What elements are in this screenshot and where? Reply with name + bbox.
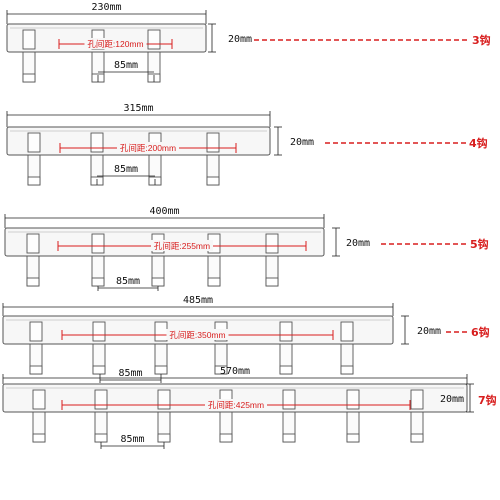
hook-tip xyxy=(410,433,424,443)
hole-spacing-label: 孔间距:120mm xyxy=(87,39,143,49)
hook-count-label: 4钩 xyxy=(469,136,488,150)
hook-mount xyxy=(279,321,293,342)
hook-tip xyxy=(94,433,108,443)
hook-tip xyxy=(219,433,233,443)
hook-tip xyxy=(29,365,43,375)
rack-variant-7-hooks: 570mm 孔间距:425mm 85mm 20mm 7钩 xyxy=(2,366,497,449)
hook-tip xyxy=(214,365,228,375)
pitch-label: 85mm xyxy=(116,276,140,287)
length-label: 400mm xyxy=(149,206,179,217)
hook-tip xyxy=(340,365,354,375)
hole-label-bg xyxy=(205,399,267,410)
hook-mount xyxy=(154,321,168,342)
rack-variant-4-hooks: 315mm 孔间距:200mm 85mm 20mm 4钩 xyxy=(6,103,488,186)
hook-mount xyxy=(206,132,220,153)
length-label: 230mm xyxy=(91,2,121,13)
hole-label-bg xyxy=(151,240,213,251)
hook-tip xyxy=(206,176,220,186)
hole-label-bg xyxy=(117,142,179,153)
hole-label-bg xyxy=(84,38,147,49)
hook-mount xyxy=(29,321,43,342)
hook-mount xyxy=(22,29,36,50)
hook-mount xyxy=(91,233,105,254)
height-label: 20mm xyxy=(440,394,464,405)
hook-mount xyxy=(346,389,360,410)
hook-tip xyxy=(157,433,171,443)
length-label: 315mm xyxy=(123,103,153,114)
hook-count-label: 5钩 xyxy=(470,237,489,251)
height-label: 20mm xyxy=(417,326,441,337)
hook-tip xyxy=(27,176,41,186)
hook-tip xyxy=(26,277,40,287)
length-label: 570mm xyxy=(220,366,250,377)
pitch-label: 85mm xyxy=(120,434,144,445)
rack-variant-3-hooks: 230mm 孔间距:120mm 85mm 20mm 3钩 xyxy=(6,2,491,83)
hook-count-label: 6钩 xyxy=(471,325,490,339)
hook-mount xyxy=(147,29,161,50)
hook-mount xyxy=(32,389,46,410)
hook-tip xyxy=(92,365,106,375)
height-label: 20mm xyxy=(290,137,314,148)
hook-count-label: 7钩 xyxy=(478,393,497,407)
hook-mount xyxy=(94,389,108,410)
hook-tip xyxy=(22,73,36,83)
hook-tip xyxy=(207,277,221,287)
hole-spacing-label: 孔间距:350mm xyxy=(169,330,225,340)
hole-spacing-label: 孔间距:200mm xyxy=(120,143,176,153)
hook-tip xyxy=(154,365,168,375)
pitch-label: 85mm xyxy=(118,368,142,379)
hook-tip xyxy=(282,433,296,443)
height-label: 20mm xyxy=(346,238,370,249)
hook-tip xyxy=(91,277,105,287)
hook-count-label: 3钩 xyxy=(472,33,491,47)
hook-tip xyxy=(279,365,293,375)
hook-mount xyxy=(157,389,171,410)
hook-tip xyxy=(32,433,46,443)
hole-spacing-label: 孔间距:255mm xyxy=(154,241,210,251)
pitch-label: 85mm xyxy=(114,164,138,175)
hook-mount xyxy=(27,132,41,153)
length-label: 485mm xyxy=(183,295,213,306)
hook-mount xyxy=(90,132,104,153)
hole-label-bg xyxy=(166,329,229,340)
hook-mount xyxy=(26,233,40,254)
hook-tip xyxy=(265,277,279,287)
hook-mount xyxy=(92,321,106,342)
pitch-label: 85mm xyxy=(114,60,138,71)
hook-tip xyxy=(151,277,165,287)
hook-mount xyxy=(265,233,279,254)
hook-mount xyxy=(410,389,424,410)
rack-variant-6-hooks: 485mm 孔间距:350mm 85mm 20mm 6钩 xyxy=(2,295,490,383)
hook-mount xyxy=(282,389,296,410)
height-label: 20mm xyxy=(228,34,252,45)
hook-mount xyxy=(340,321,354,342)
hole-spacing-label: 孔间距:425mm xyxy=(208,400,264,410)
rack-variant-5-hooks: 400mm 孔间距:255mm 85mm 20mm 5钩 xyxy=(4,206,489,291)
hook-tip xyxy=(346,433,360,443)
